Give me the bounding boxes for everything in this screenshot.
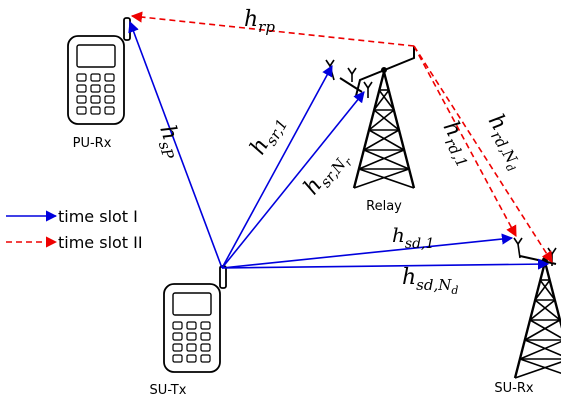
svg-text:hsP: hsP <box>150 122 188 162</box>
relay-tower-icon <box>352 65 416 190</box>
su-rx-antenna-array-icon <box>513 237 557 266</box>
relay-label: Relay <box>366 199 402 214</box>
link-su-tx-to-pu-rx <box>128 20 223 269</box>
label-h-rp: hrp <box>244 7 275 36</box>
label-h-rd-1: hrd,1 <box>434 117 481 171</box>
link-su-tx-to-su-rx-antenna-nd <box>221 258 550 270</box>
pu-rx-label: PU-Rx <box>73 136 112 151</box>
svg-text:hrd,Nd: hrd,Nd <box>477 110 534 174</box>
su-rx-tower-icon <box>513 255 561 380</box>
legend-slot2-label: time slot II <box>58 233 143 252</box>
su-tx-phone-icon <box>163 265 227 373</box>
su-tx-label: SU-Tx <box>150 383 187 398</box>
link-su-tx-to-su-rx-antenna-1 <box>221 233 514 269</box>
legend-slot1-label: time slot I <box>58 207 138 226</box>
link-relay-to-su-rx-antenna-1 <box>413 45 517 237</box>
link-relay-to-su-rx-antenna-nd <box>413 45 553 263</box>
su-rx-label: SU-Rx <box>494 381 533 396</box>
link-su-tx-to-relay-antenna-nr <box>221 91 365 269</box>
label-h-sd-nd: hsd,Nd <box>402 265 458 297</box>
pu-rx-phone-icon <box>67 17 131 125</box>
link-su-tx-to-relay-antenna-1 <box>221 65 333 269</box>
label-h-sd-1: hsd,1 <box>392 223 434 252</box>
label-h-sr-nr: hsr,Nr <box>299 144 356 204</box>
svg-text:hrd,1: hrd,1 <box>434 117 481 171</box>
relay-antenna-array-icon <box>325 46 415 98</box>
label-h-sp: hsP <box>150 122 188 162</box>
svg-text:hsr,Nr: hsr,Nr <box>299 144 356 204</box>
legend: time slot I time slot II <box>6 207 143 252</box>
label-h-rd-nd: hrd,Nd <box>477 110 534 174</box>
link-relay-to-pu-rx <box>130 11 415 47</box>
